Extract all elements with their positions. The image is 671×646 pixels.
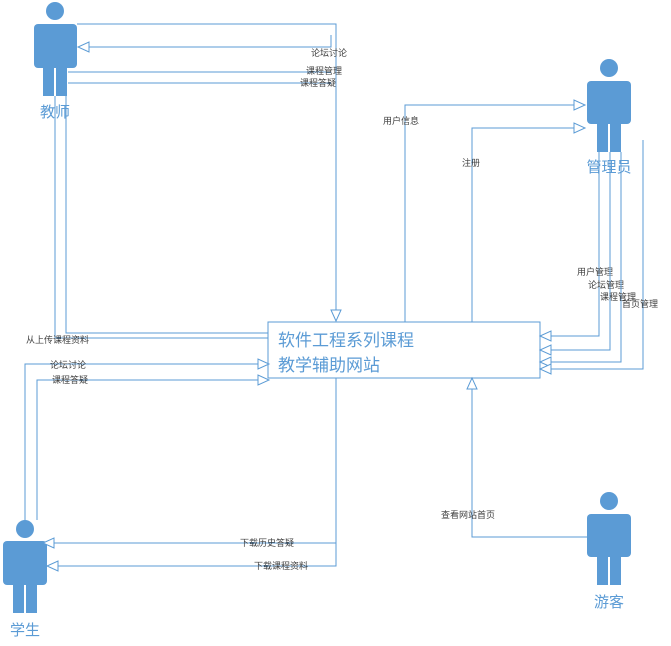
student-person-icon	[3, 520, 47, 613]
edge-forum-student: 论坛讨论	[24, 358, 271, 520]
admin-label: 管理员	[586, 158, 631, 176]
actor-admin: 管理员	[586, 59, 632, 176]
visitor-person-icon	[587, 492, 631, 585]
register-label: 注册	[462, 157, 480, 169]
admin-person-icon	[587, 59, 631, 152]
forum-teacher-label: 论坛讨论	[311, 47, 347, 59]
forum-manage-label: 论坛管理	[588, 279, 624, 291]
actor-visitor: 游客	[587, 492, 631, 611]
teacher-person-icon	[34, 2, 77, 96]
course-manage-admin-label: 课程管理	[600, 291, 636, 303]
view-homepage-label: 查看网站首页	[441, 509, 495, 521]
edge-upload-materials: 从上传课程资料	[26, 96, 268, 346]
edge-user-info: 用户信息	[383, 99, 587, 322]
download-history-qa-label: 下载历史答疑	[240, 537, 294, 549]
user-info-label: 用户信息	[383, 115, 419, 127]
edge-course-qa-student: 课程答疑	[36, 374, 271, 520]
forum-student-label: 论坛讨论	[50, 359, 86, 371]
download-materials-label: 下载课程资料	[254, 560, 308, 572]
visitor-label: 游客	[594, 593, 624, 611]
edge-register: 注册	[462, 122, 587, 322]
homepage-manage-label: 首页管理	[622, 298, 658, 310]
edge-homepage-manage: 首页管理	[538, 140, 658, 375]
upload-materials-label: 从上传课程资料	[26, 334, 89, 346]
edge-user-manage: 用户管理	[538, 152, 613, 342]
course-qa-student-label: 课程答疑	[52, 374, 88, 386]
actor-teacher: 教师	[34, 2, 77, 121]
edge-forum-manage: 论坛管理	[538, 152, 624, 356]
course-manage-teacher-label: 课程管理	[306, 65, 342, 77]
student-label: 学生	[10, 621, 40, 639]
system-title-line1: 软件工程系列课程	[278, 331, 414, 351]
actor-student: 学生	[3, 520, 47, 639]
edge-forum-teacher: 论坛讨论	[76, 35, 347, 59]
edge-course-manage-teacher: 课程管理	[68, 65, 342, 77]
system-title-line2: 教学辅助网站	[278, 356, 380, 376]
edge-download-materials: 下载课程资料	[45, 543, 337, 572]
course-qa-teacher-label: 课程答疑	[300, 77, 336, 89]
edge-course-manage-admin: 课程管理	[538, 152, 636, 368]
edge-course-qa-teacher: 课程答疑	[68, 77, 336, 89]
system-box: 软件工程系列课程 教学辅助网站	[267, 321, 541, 379]
edge-download-history-qa: 下载历史答疑	[41, 378, 337, 549]
user-manage-label: 用户管理	[577, 266, 613, 278]
edge-view-homepage: 查看网站首页	[441, 376, 587, 538]
edge-teacher-to-system	[77, 23, 342, 323]
